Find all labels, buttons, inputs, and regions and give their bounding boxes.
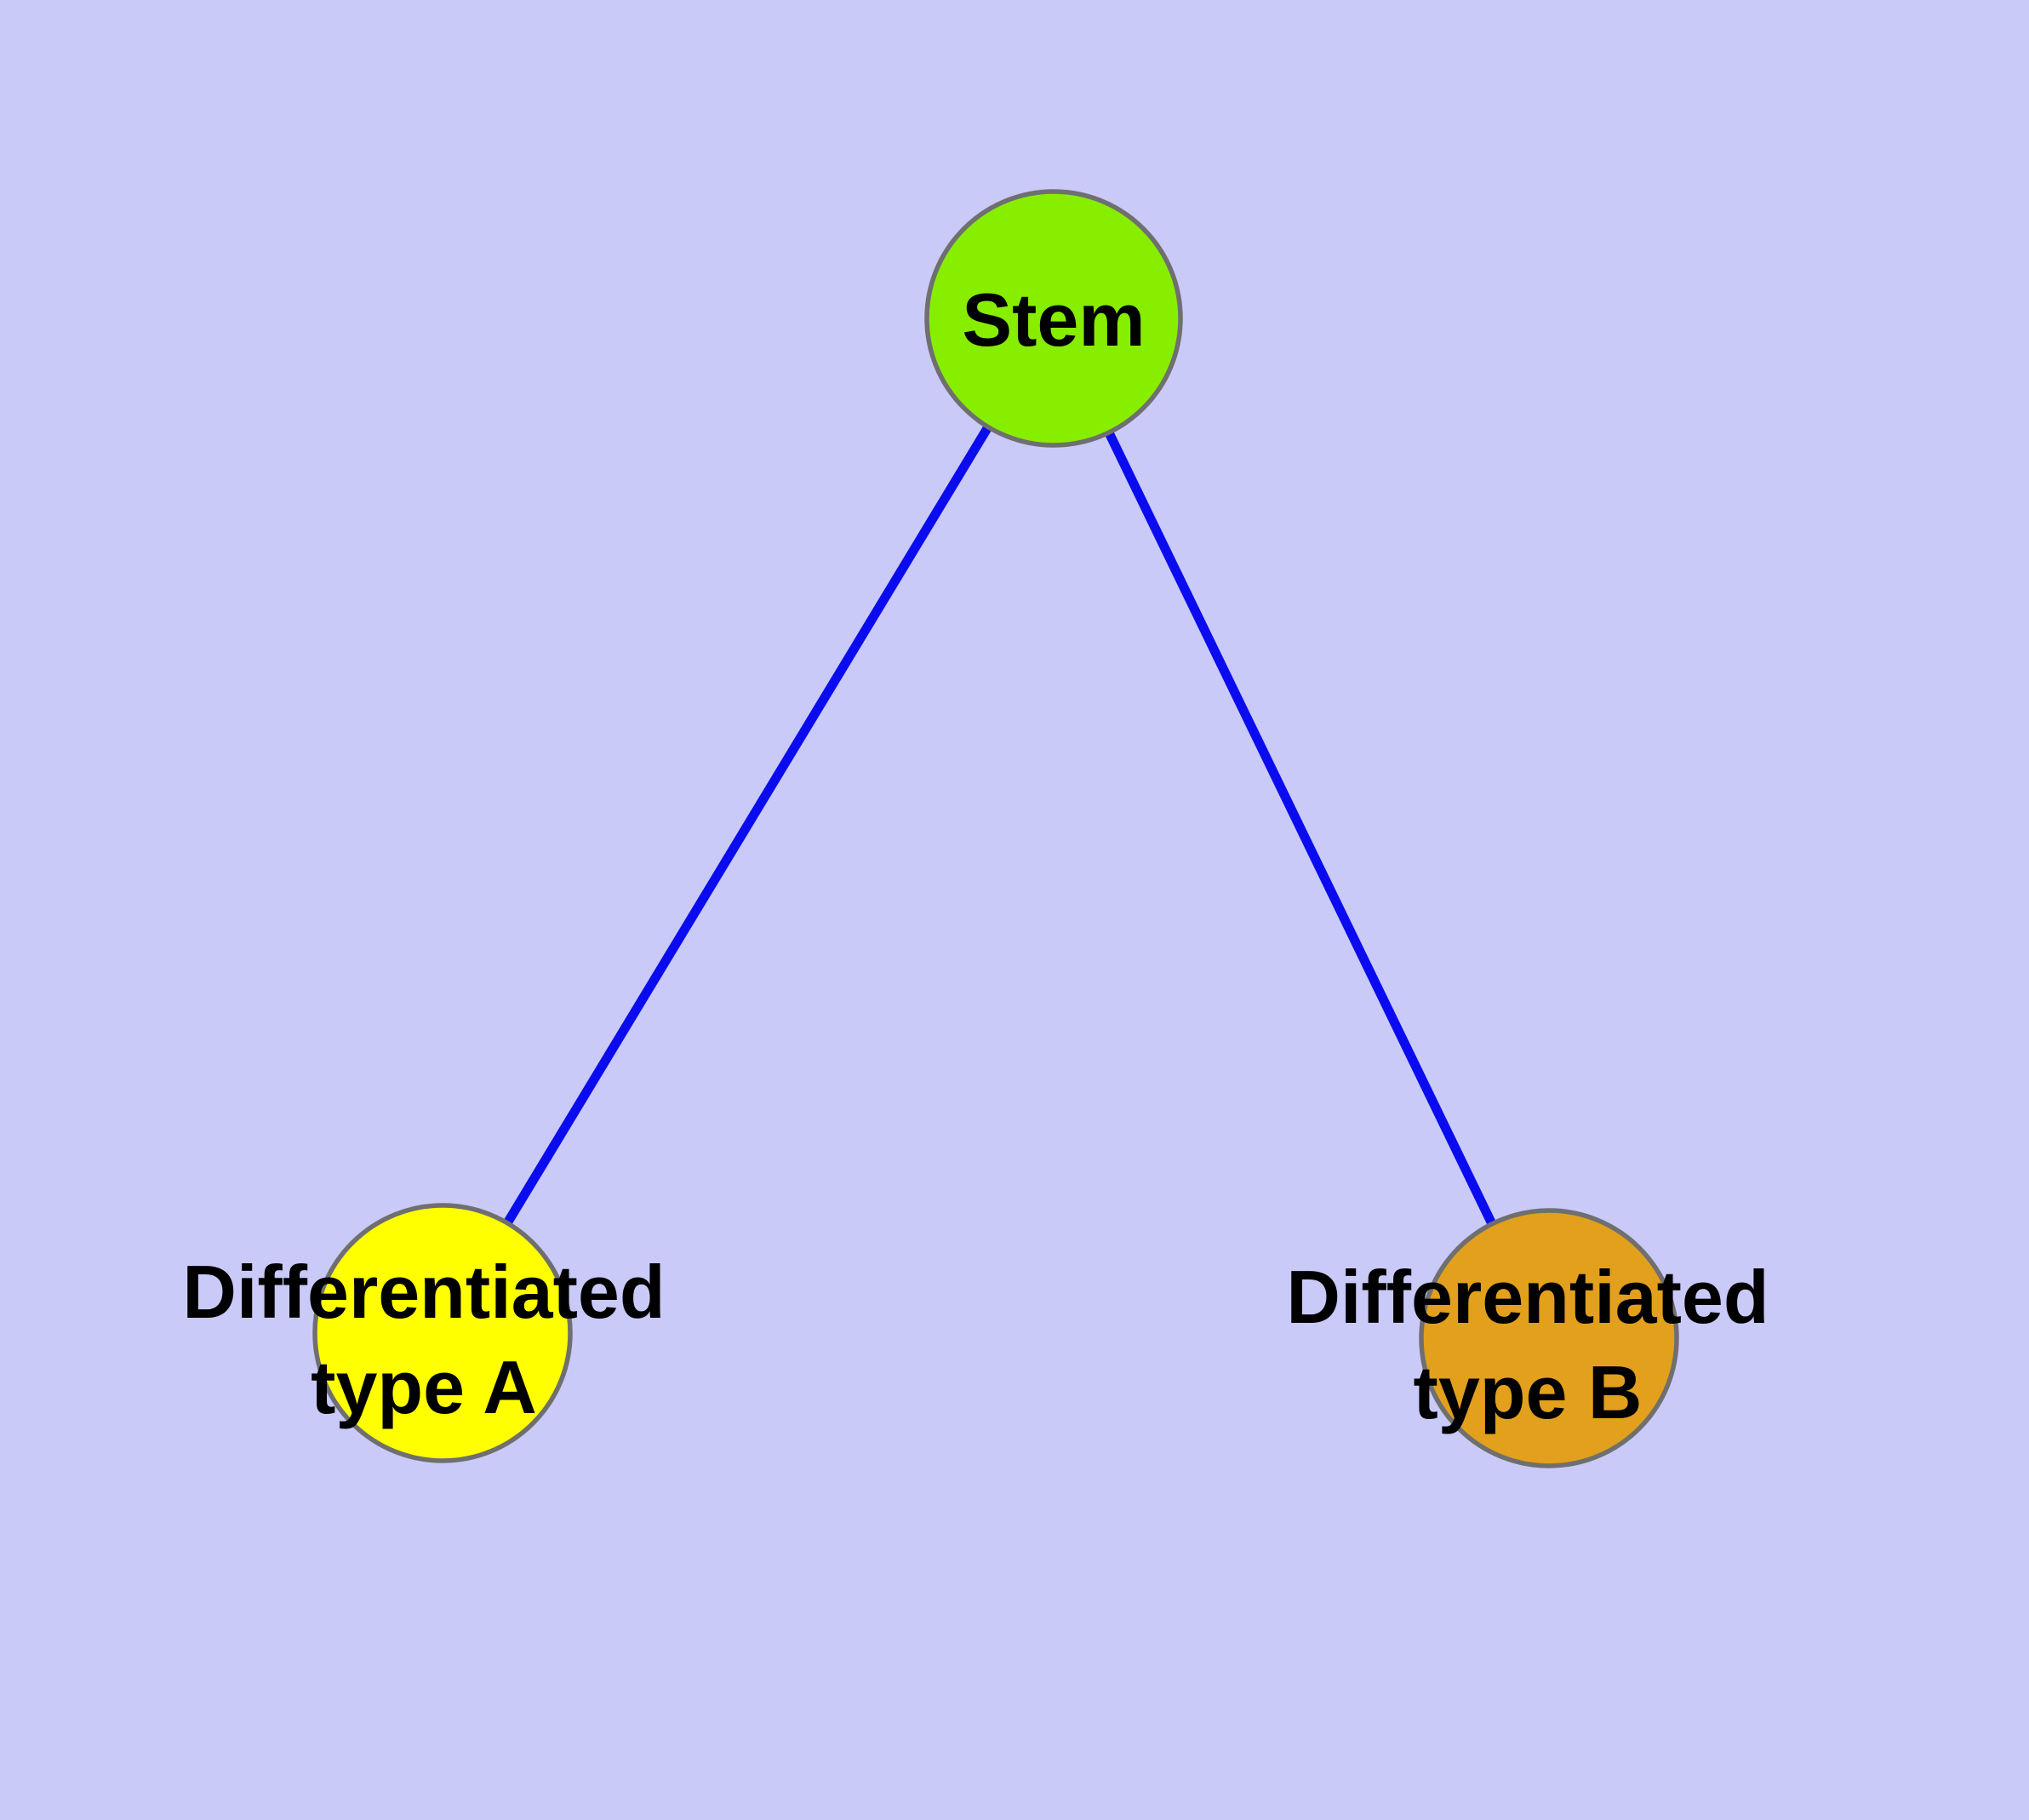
node-type-a-label-line1: Differentiated [182, 1250, 665, 1334]
node-differentiated-type-b [1419, 1208, 1679, 1468]
node-differentiated-type-a [312, 1203, 573, 1463]
node-type-a-label-line2: type A [311, 1345, 537, 1429]
edge-stem-to-type-a [437, 316, 1058, 1336]
edge-stem-to-type-b [1049, 316, 1552, 1341]
node-stem [924, 189, 1183, 448]
node-stem-label: Stem [962, 278, 1145, 362]
node-type-b-label-line2: type B [1414, 1350, 1643, 1434]
node-type-b-label-line1: Differentiated [1286, 1255, 1769, 1339]
